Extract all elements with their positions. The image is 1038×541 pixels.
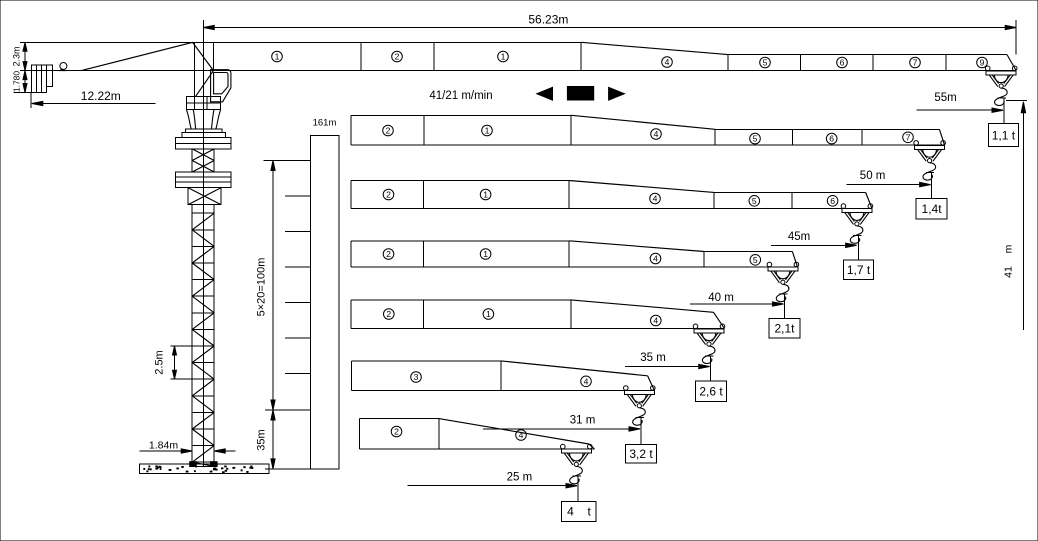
svg-text:4: 4: [653, 194, 658, 204]
svg-text:2: 2: [394, 427, 399, 437]
svg-text:t: t: [588, 505, 592, 519]
svg-text:2: 2: [386, 126, 391, 136]
svg-text:4: 4: [519, 430, 524, 440]
svg-text:7: 7: [913, 58, 918, 68]
svg-text:5: 5: [753, 255, 758, 265]
svg-text:1: 1: [485, 126, 490, 136]
svg-text:3: 3: [414, 372, 419, 382]
svg-text:1,1 t: 1,1 t: [992, 128, 1016, 142]
svg-text:50 m: 50 m: [860, 170, 886, 182]
svg-text:41/21 m/min: 41/21 m/min: [429, 90, 492, 102]
svg-text:2: 2: [386, 249, 391, 259]
svg-text:5: 5: [763, 58, 768, 68]
svg-text:7: 7: [906, 132, 911, 142]
svg-text:55m: 55m: [934, 92, 956, 104]
svg-text:1: 1: [483, 249, 488, 259]
svg-text:31 m: 31 m: [570, 415, 596, 427]
svg-text:2,1t: 2,1t: [774, 321, 795, 335]
svg-text:5×20=100m: 5×20=100m: [256, 258, 268, 317]
svg-text:5: 5: [753, 134, 758, 144]
svg-text:1,7 t: 1,7 t: [847, 263, 871, 277]
svg-text:4: 4: [584, 376, 589, 386]
svg-text:4: 4: [653, 316, 658, 326]
svg-text:1.84m: 1.84m: [149, 440, 178, 452]
svg-text:6: 6: [840, 58, 845, 68]
svg-text:40 m: 40 m: [708, 292, 734, 304]
svg-text:41: 41: [1003, 266, 1015, 278]
svg-text:25 m: 25 m: [507, 472, 533, 484]
svg-text:2: 2: [386, 309, 391, 319]
svg-text:2: 2: [386, 190, 391, 200]
svg-text:5: 5: [752, 196, 757, 206]
svg-text:45m: 45m: [788, 231, 810, 243]
svg-text:35 m: 35 m: [640, 352, 666, 364]
svg-text:12.22m: 12.22m: [81, 89, 121, 103]
svg-text:2.3m: 2.3m: [12, 46, 22, 66]
svg-text:2.5m: 2.5m: [154, 350, 166, 374]
svg-text:4: 4: [665, 57, 670, 67]
svg-text:3,2 t: 3,2 t: [629, 447, 653, 461]
svg-text:6: 6: [830, 196, 835, 206]
svg-text:2,6 t: 2,6 t: [699, 384, 723, 398]
svg-text:9: 9: [980, 58, 985, 68]
svg-text:1,4t: 1,4t: [922, 202, 943, 216]
svg-text:56.23m: 56.23m: [528, 12, 568, 26]
svg-text:6: 6: [829, 134, 834, 144]
svg-text:1: 1: [275, 52, 280, 62]
svg-text:161m: 161m: [313, 118, 337, 129]
svg-text:1: 1: [483, 190, 488, 200]
svg-text:35m: 35m: [256, 429, 268, 450]
svg-text:m: m: [1003, 244, 1015, 253]
svg-text:2: 2: [395, 52, 400, 62]
svg-text:1: 1: [486, 309, 491, 319]
svg-text:4: 4: [654, 129, 659, 139]
svg-text:1.780: 1.780: [12, 71, 22, 93]
svg-text:1: 1: [501, 52, 506, 62]
svg-text:4: 4: [653, 254, 658, 264]
svg-text:4: 4: [567, 505, 574, 519]
